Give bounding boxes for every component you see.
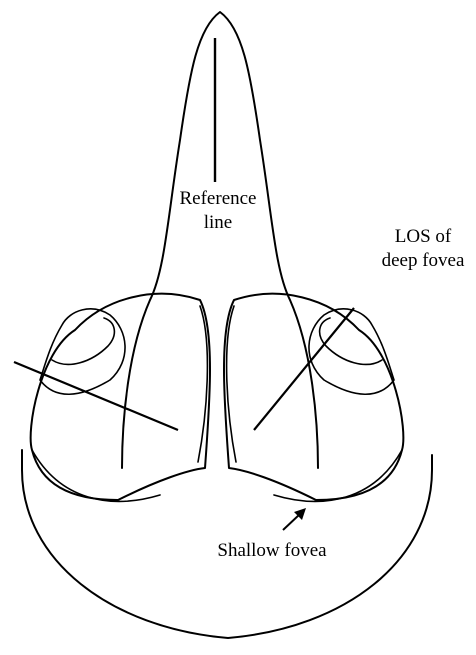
shallow-fovea-label: Shallow fovea bbox=[212, 539, 332, 563]
reference-line-label: Reference line bbox=[168, 187, 268, 235]
left-eye bbox=[31, 294, 210, 502]
los-label-line-2: deep fovea bbox=[373, 249, 473, 273]
shallow-fovea-arrow-shaft bbox=[283, 514, 300, 530]
reference-line-label-line-2: line bbox=[168, 211, 268, 235]
beak-outline bbox=[122, 12, 318, 468]
los-deep-fovea-label: LOS of deep fovea bbox=[373, 225, 473, 273]
los-left-line bbox=[14, 362, 178, 430]
los-label-line-1: LOS of bbox=[373, 225, 473, 249]
reference-line-label-line-1: Reference bbox=[168, 187, 268, 211]
los-right-line bbox=[254, 308, 354, 430]
